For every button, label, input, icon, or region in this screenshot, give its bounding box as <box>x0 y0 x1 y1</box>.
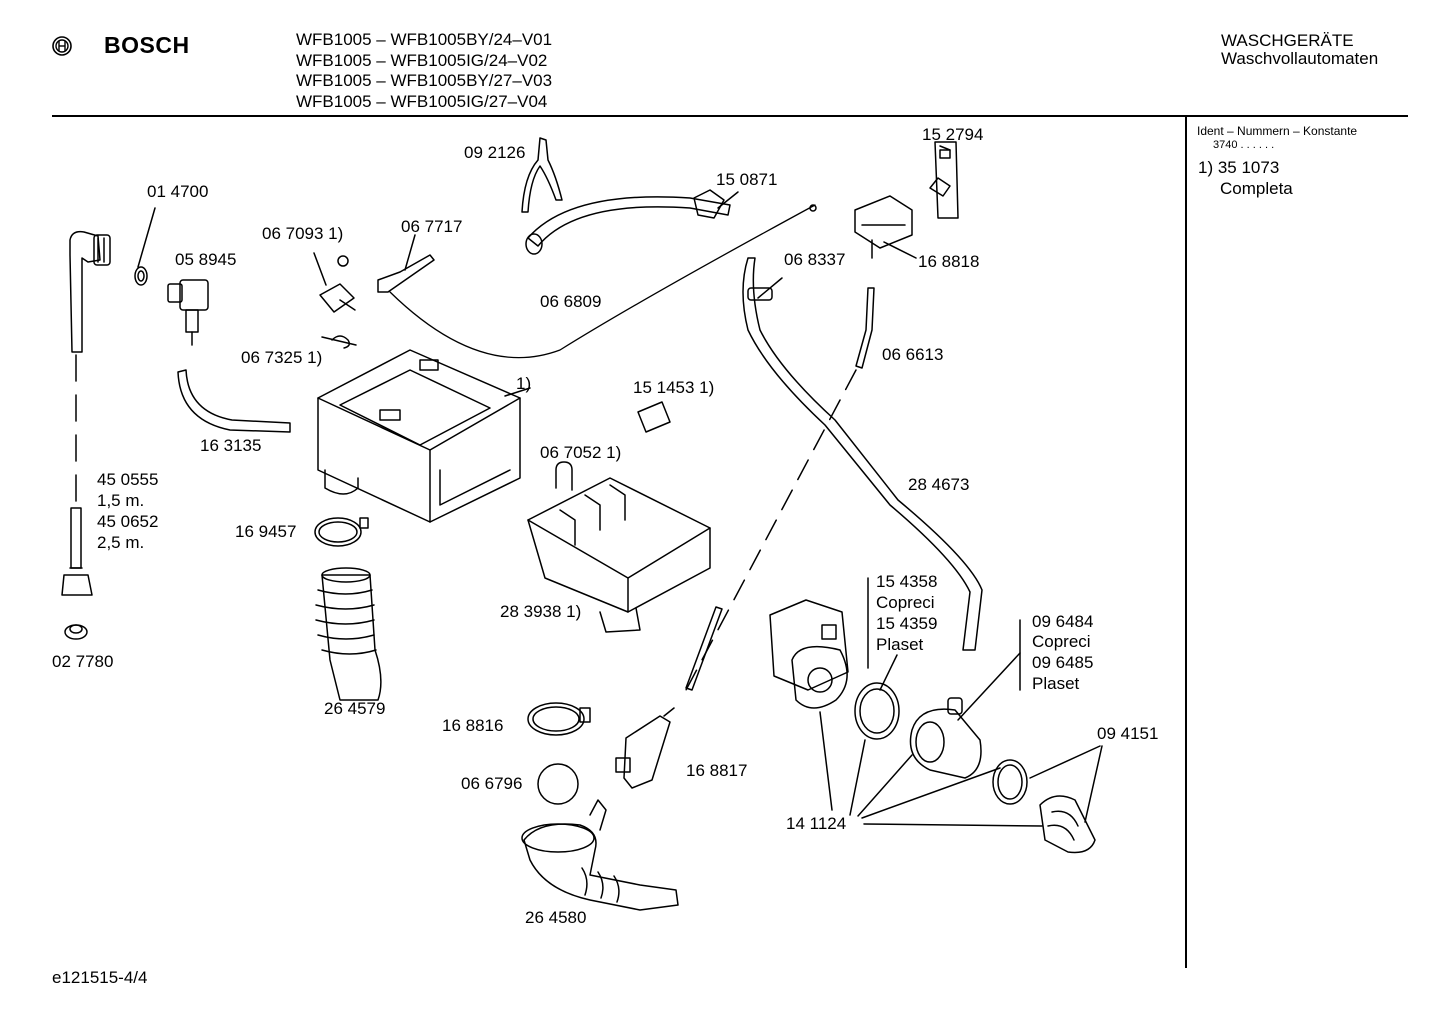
category-title: WASCHGERÄTE <box>1221 31 1354 50</box>
detergent-drawer-housing <box>317 349 531 523</box>
model-line: WFB1005 – WFB1005BY/27–V03 <box>296 71 553 90</box>
part-label: 01 4700 <box>147 182 208 201</box>
part-label: 2,5 m. <box>97 533 144 552</box>
clamp-ring <box>314 517 362 547</box>
part-label: 16 9457 <box>235 522 296 541</box>
seal-washer <box>134 266 148 286</box>
part-label: 28 3938 1) <box>500 602 581 621</box>
pump-housing <box>909 697 982 779</box>
category-subtitle: Waschvollautomaten <box>1221 49 1379 68</box>
bellows-hose <box>315 567 382 701</box>
part-label: 09 6484 <box>1032 612 1093 631</box>
hose-fork <box>521 137 563 213</box>
pressure-hose <box>742 257 983 651</box>
part-label: 02 7780 <box>52 652 113 671</box>
model-line: WFB1005 – WFB1005BY/24–V01 <box>296 30 553 49</box>
pump-seal <box>854 682 900 740</box>
control-cable <box>389 204 816 359</box>
bosch-logo-icon <box>52 36 72 56</box>
model-list: WFB1005 – WFB1005BY/24–V01 WFB1005 – WFB… <box>296 30 552 112</box>
model-line: WFB1005 – WFB1005IG/24–V02 <box>296 50 548 70</box>
model-line: WFB1005 – WFB1005IG/27–V04 <box>296 91 548 111</box>
part-label: 16 3135 <box>200 436 261 455</box>
part-label: 16 8818 <box>918 252 979 271</box>
part-label: 09 4151 <box>1097 724 1158 743</box>
filter-insert <box>64 624 88 640</box>
category: WASCHGERÄTE Waschvollautomaten <box>1221 32 1378 68</box>
cover-cap <box>637 401 671 433</box>
note-label: Completa <box>1220 179 1293 198</box>
note-completa: 1) 35 1073 Completa <box>1198 157 1293 199</box>
ident-title: Ident – Nummern – Konstante <box>1197 124 1358 138</box>
part-label: Copreci <box>876 593 935 612</box>
part-label: 26 4580 <box>525 908 586 927</box>
part-label: 26 4579 <box>324 699 385 718</box>
part-label: Plaset <box>876 635 924 654</box>
part-label: Plaset <box>1032 674 1080 693</box>
part-label: 15 2794 <box>922 125 983 144</box>
part-label: 06 7717 <box>401 217 462 236</box>
cable-connector <box>313 252 355 313</box>
part-label: 1) <box>516 374 531 393</box>
part-label: 14 1124 <box>786 814 846 833</box>
sump-hose <box>521 799 679 911</box>
part-label: 1,5 m. <box>97 491 144 510</box>
detergent-drawer <box>527 477 711 633</box>
part-label: 15 0871 <box>716 170 777 189</box>
part-label: 06 7093 1) <box>262 224 343 243</box>
part-label: 06 7325 1) <box>241 348 322 367</box>
drain-pump <box>769 599 849 709</box>
part-label: 45 0652 <box>97 512 158 531</box>
part-label: 06 6613 <box>882 345 943 364</box>
ident-constant: 3740 . . . . . . <box>1213 139 1275 151</box>
drain-filter <box>1039 795 1096 854</box>
drawing-number: e121515-4/4 <box>52 968 148 987</box>
part-label: 16 8816 <box>442 716 503 735</box>
pressure-switch-connector <box>854 195 913 259</box>
part-label: 06 7052 1) <box>540 443 621 462</box>
part-label: 06 6809 <box>540 292 601 311</box>
part-label: 45 0555 <box>97 470 158 489</box>
part-label: 28 4673 <box>908 475 969 494</box>
hose-clamp <box>527 702 585 736</box>
part-label: 15 4358 <box>876 572 937 591</box>
terminal-plate <box>929 141 959 219</box>
part-label: 05 8945 <box>175 250 236 269</box>
air-tube <box>855 287 875 369</box>
brand-name: BOSCH <box>104 32 190 58</box>
level-sensor <box>615 707 675 789</box>
note-number: 1) 35 1073 <box>1198 158 1280 177</box>
hose-elbow <box>177 369 291 433</box>
part-label: 06 6796 <box>461 774 522 793</box>
inlet-valve <box>167 279 209 346</box>
part-label: Copreci <box>1032 632 1091 651</box>
part-label: 09 2126 <box>464 143 525 162</box>
part-label: 06 8337 <box>784 250 845 269</box>
vent-hose <box>527 196 731 247</box>
filter-seal <box>992 759 1028 805</box>
inlet-hose-end <box>61 507 93 596</box>
part-label: 15 4359 <box>876 614 937 633</box>
part-label: 09 6485 <box>1032 653 1093 672</box>
inlet-hose-elbow <box>69 230 111 353</box>
part-label: 15 1453 1) <box>633 378 714 397</box>
part-label: 16 8817 <box>686 761 747 780</box>
ball-valve <box>537 763 579 805</box>
